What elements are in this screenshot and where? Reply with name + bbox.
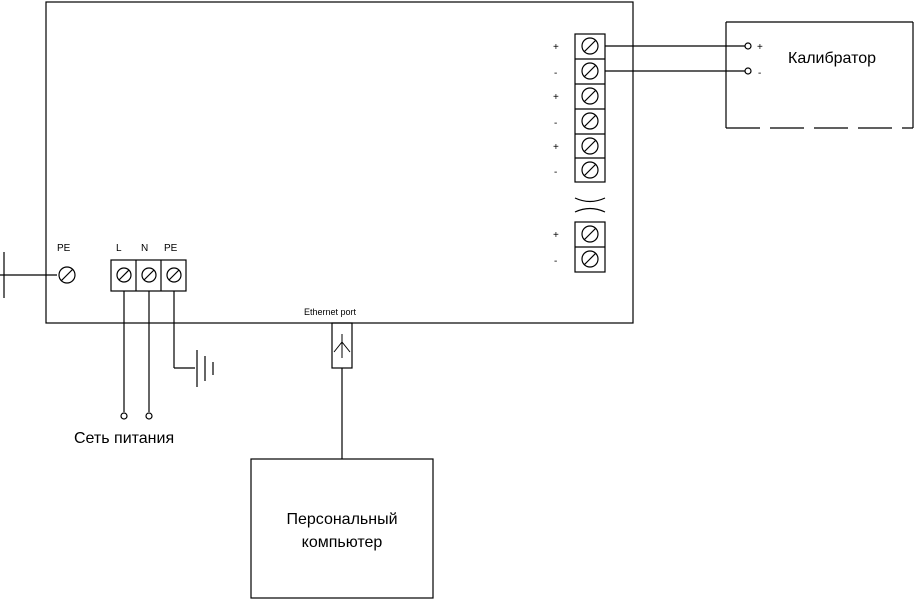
calibrator-minus-label: - [758, 68, 761, 79]
terminal-l-label: L [116, 243, 122, 254]
terminal-n-screw [141, 267, 157, 283]
io-polarity-5: + [553, 142, 559, 153]
wire-l-endpoint [120, 412, 128, 420]
io-polarity-6: - [554, 167, 557, 178]
calibrator-plus-terminal [744, 42, 752, 50]
io-screw-6 [581, 161, 599, 179]
calibrator-box [725, 21, 914, 129]
io-polarity-2: - [554, 68, 557, 79]
calibrator-label: Калибратор [788, 50, 876, 67]
io-screw-3 [581, 87, 599, 105]
ethernet-port-label: Ethernet port [304, 307, 357, 317]
io-terminal-block [574, 33, 606, 273]
pc-label-line1: Персональный [286, 511, 397, 528]
terminal-pe-screw [166, 267, 182, 283]
io-screw-2 [581, 62, 599, 80]
wire-n-endpoint [145, 412, 153, 420]
terminal-l-screw [116, 267, 132, 283]
pe-screw-terminal [58, 266, 76, 284]
pc-label-line2: компьютер [302, 534, 383, 551]
io-screw-1 [581, 37, 599, 55]
io-polarity-4: - [554, 118, 557, 129]
calibrator-plus-label: + [757, 42, 763, 53]
io-polarity-1: + [553, 42, 559, 53]
terminal-n-label: N [141, 243, 148, 254]
device-enclosure [45, 1, 634, 324]
ethernet-port-connector [331, 322, 353, 369]
power-mains-label: Сеть питания [74, 430, 174, 447]
io-screw-4 [581, 112, 599, 130]
pe-left-label: PE [57, 243, 71, 254]
ground-symbol [173, 291, 214, 387]
io-polarity-3: + [553, 92, 559, 103]
calibrator-minus-terminal [744, 67, 752, 75]
terminal-pe-label: PE [164, 243, 178, 254]
io-screw-5 [581, 137, 599, 155]
power-terminal-block [110, 259, 187, 292]
io-screw-8 [581, 250, 599, 268]
personal-computer-box [250, 458, 434, 599]
io-polarity-7: + [553, 230, 559, 241]
io-polarity-8: - [554, 256, 557, 267]
io-screw-7 [581, 225, 599, 243]
